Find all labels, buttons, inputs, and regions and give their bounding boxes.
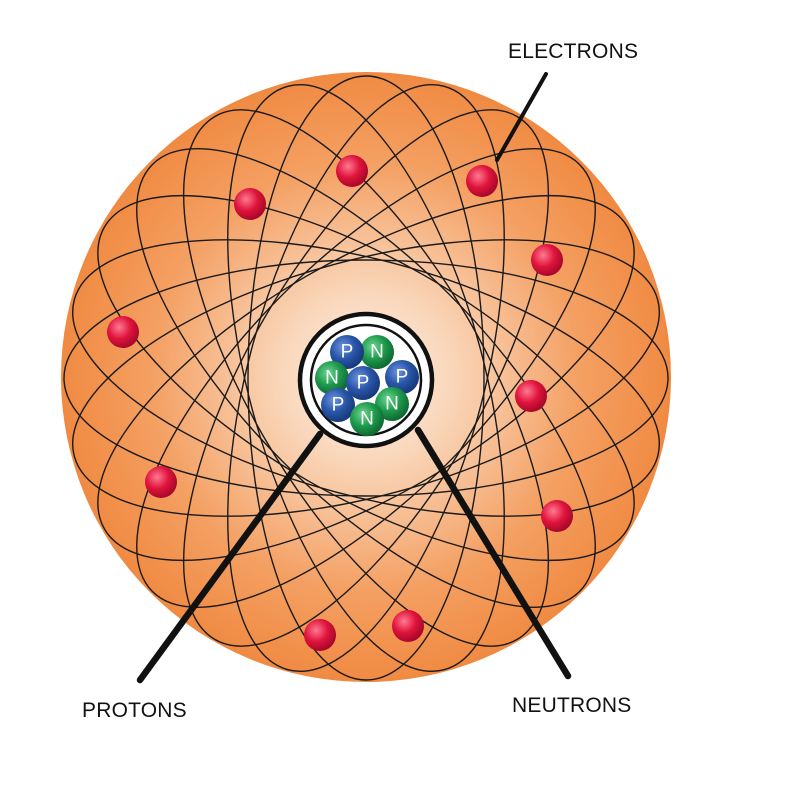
proton: P (321, 388, 355, 422)
neutron-letter: N (370, 342, 384, 363)
neutrons-label: NEUTRONS (512, 694, 632, 717)
proton: P (330, 335, 364, 369)
neutron-letter: N (385, 394, 399, 415)
neutrons-pointer-line (414, 426, 572, 680)
electron (234, 188, 266, 220)
orbit-ellipse (136, 148, 596, 608)
neutron: N (315, 361, 349, 395)
orbit-ellipse (97, 194, 635, 562)
proton: P (346, 366, 380, 400)
electron (515, 380, 547, 412)
neutron: N (360, 335, 394, 369)
proton: P (385, 360, 419, 394)
electron (107, 316, 139, 348)
electron (541, 500, 573, 532)
neutron-letter: N (360, 409, 374, 430)
neutron-letter: N (325, 368, 339, 389)
orbit-ellipse (63, 259, 669, 497)
electron (392, 610, 424, 642)
electron (304, 619, 336, 651)
electron-group (107, 155, 573, 651)
electron (531, 244, 563, 276)
neutron: N (350, 402, 384, 436)
proton-letter: P (396, 367, 409, 388)
orbit-ellipse (227, 83, 505, 673)
orbit-ellipse (71, 239, 661, 517)
electron (336, 155, 368, 187)
protons-label: PROTONS (82, 699, 187, 722)
proton-letter: P (357, 373, 370, 394)
electron (145, 466, 177, 498)
electron (466, 165, 498, 197)
orbit-ellipse (182, 109, 550, 647)
orbit-ellipse (247, 75, 485, 681)
proton-letter: P (332, 395, 345, 416)
orbit-ellipse (227, 83, 505, 673)
protons-pointer-line (136, 430, 324, 684)
orbit-group (63, 75, 669, 681)
orbit-ellipse (97, 194, 635, 562)
proton-letter: P (341, 342, 354, 363)
orbit-ellipse (136, 148, 596, 608)
electrons-pointer-line (495, 72, 548, 162)
neutron: N (375, 387, 409, 421)
orbit-ellipse (71, 239, 661, 517)
electrons-label: ELECTRONS (508, 40, 639, 63)
orbit-ellipse (182, 109, 550, 647)
